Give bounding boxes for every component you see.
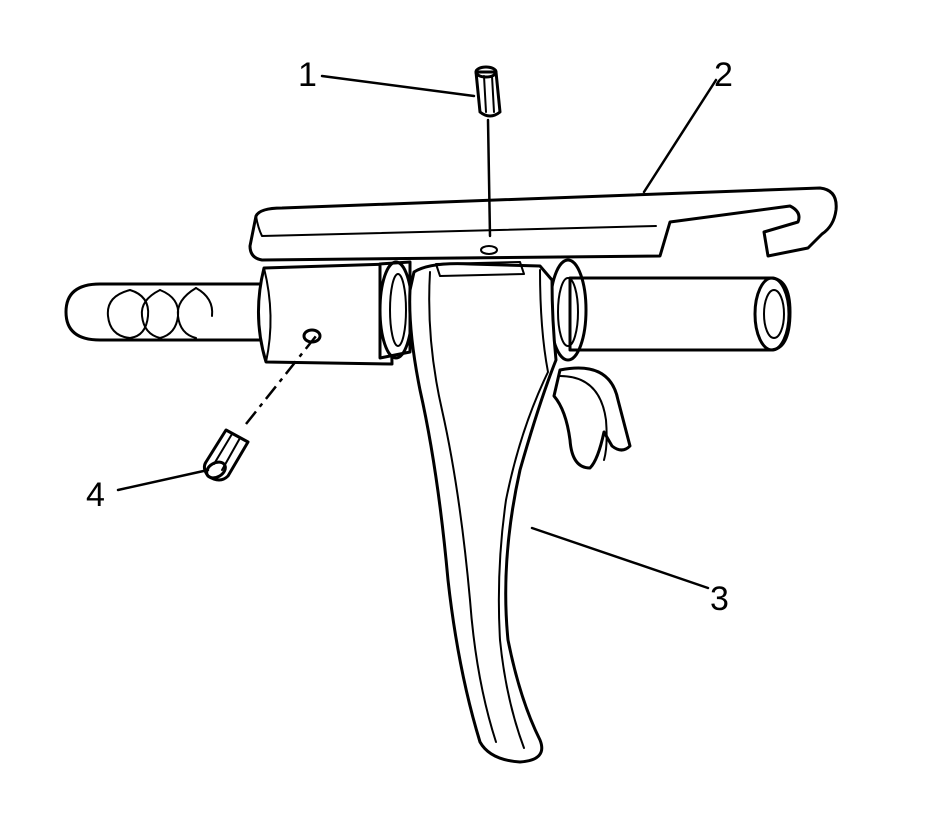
shift-lever <box>248 186 838 262</box>
leader-3 <box>530 526 710 590</box>
shift-rail <box>64 276 792 352</box>
pin-4 <box>202 328 322 482</box>
callout-4: 4 <box>86 476 105 514</box>
callout-3: 3 <box>710 580 729 618</box>
leader-2 <box>642 78 718 194</box>
callout-2: 2 <box>714 56 733 94</box>
callout-1: 1 <box>298 56 317 94</box>
leader-4 <box>116 468 210 492</box>
shift-fork <box>408 258 632 764</box>
rail-collar <box>257 260 414 366</box>
pin-1 <box>474 65 502 238</box>
leader-1 <box>320 74 476 98</box>
